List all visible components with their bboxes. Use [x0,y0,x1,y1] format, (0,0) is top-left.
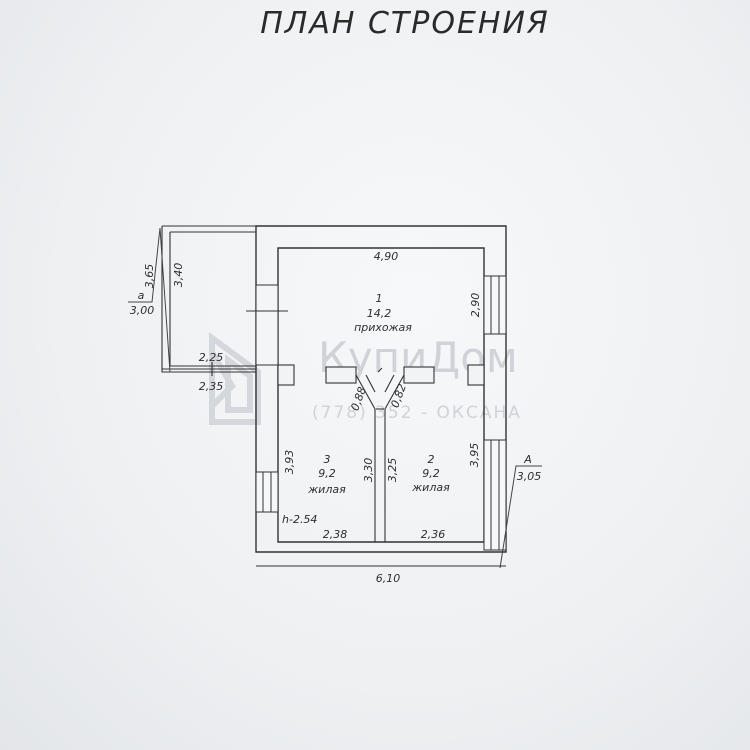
room-area: 14,2 [367,307,392,320]
dim-right-lower: 3,95 [468,443,481,468]
partition-ticks [377,367,383,373]
dim-partition-left: 3,30 [362,458,375,483]
dim-annex-inner: 3,40 [172,263,185,288]
annex-height-marker: а 3,00 [130,289,155,317]
room-1-label: 1 14,2 прихожая [354,292,412,334]
room-number: 2 [428,453,435,466]
window-right-lower [483,439,507,551]
wall-piers [277,364,485,386]
dim-annex-bottom: 2,35 [199,380,224,393]
plan-title: ПЛАН СТРОЕНИЯ [260,6,550,41]
room-name: жилая [411,481,450,494]
annex-letter: а [138,289,145,302]
marker-lines [128,227,542,569]
dimension-labels: 4,90 2,25 2,35 2,38 2,36 6,10 h-2.54 2,9… [143,250,482,585]
window-right-upper [483,275,507,335]
room-area: 9,2 [422,467,440,480]
left-door-opening [246,284,288,366]
main-letter: А [523,453,532,466]
dim-bottom-left: 2,38 [323,528,348,541]
room-name: жилая [307,483,346,496]
room-2-label: 2 9,2 жилая [411,453,450,494]
room-number: 3 [324,453,331,466]
dim-annex-outer: 3,65 [143,264,156,289]
dim-bottom-right: 2,36 [421,528,446,541]
room-3-label: 3 9,2 жилая [307,453,346,496]
room-name: прихожая [354,321,412,334]
room-area: 9,2 [318,467,336,480]
dim-annex-top: 2,25 [199,351,224,364]
room-number: 1 [376,292,383,305]
watermark-phone: (778) 352 - ОКСАНА [312,403,522,423]
dim-top-inner: 4,90 [374,250,399,263]
main-height: 3,05 [517,470,542,483]
main-height-marker: А 3,05 [517,453,542,483]
window-left-lower [255,471,279,513]
dim-left-lower: 3,93 [283,450,296,475]
dim-right-upper: 2,90 [469,293,482,318]
dim-overall-bottom: 6,10 [376,572,401,585]
main-walls [255,225,507,553]
dim-partition-right: 3,25 [386,458,399,483]
annex-height: 3,00 [130,304,155,317]
interior-partition [355,374,405,542]
dim-height: h-2.54 [282,513,317,526]
